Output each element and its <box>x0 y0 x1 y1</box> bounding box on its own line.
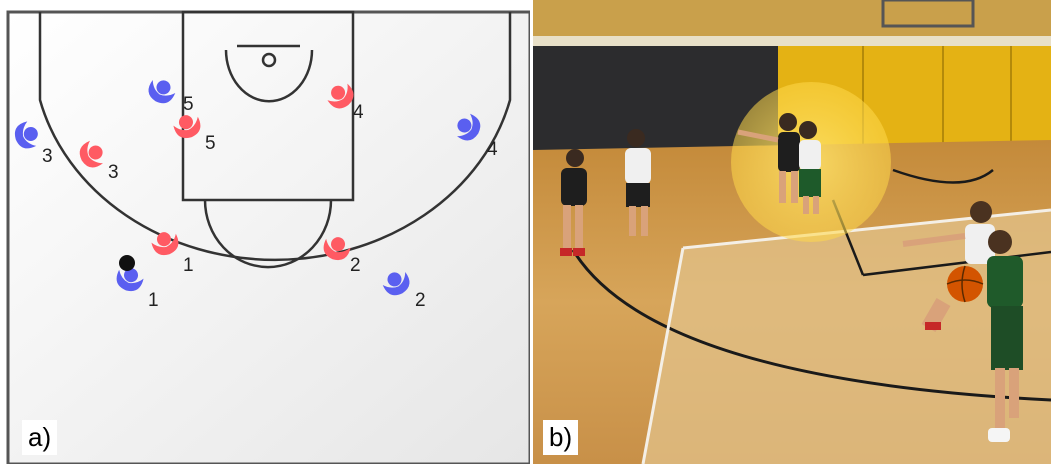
game-photo <box>533 0 1051 464</box>
ceiling-trim <box>533 36 1051 46</box>
court-key-area <box>643 210 1051 464</box>
restricted-arc <box>224 49 314 103</box>
basket-rim <box>261 52 277 68</box>
defense-player-4-number: 4 <box>353 102 364 123</box>
panel-label-a: a) <box>22 420 58 455</box>
defense-player-2-number: 2 <box>350 255 361 276</box>
court-diagram-panel: 1 2 3 4 5 1 2 3 4 5 a) <box>6 10 530 464</box>
free-throw-circle <box>203 199 333 269</box>
three-point-line <box>38 12 512 262</box>
player-silhouettes <box>560 113 1023 442</box>
defense-player-1-number: 1 <box>183 255 194 276</box>
paint-key <box>181 10 355 202</box>
court-boundary <box>6 10 530 464</box>
three-point-line-photo <box>571 249 1051 402</box>
offense-player-5-number: 5 <box>183 94 194 115</box>
defense-player-5-number: 5 <box>205 133 216 154</box>
gym-ceiling <box>533 0 1051 42</box>
defense-player-3-number: 3 <box>108 162 119 183</box>
offense-player-2-number: 2 <box>415 290 426 311</box>
defense-players: 1 2 3 4 5 <box>75 78 364 276</box>
backboard-photo <box>881 0 975 28</box>
court-diagram: 1 2 3 4 5 1 2 3 4 5 <box>6 10 530 464</box>
basketball <box>947 266 983 302</box>
game-photo-panel: b) <box>533 0 1051 464</box>
offense-player-3-number: 3 <box>42 146 53 167</box>
offense-player-4-number: 4 <box>487 139 498 160</box>
panel-label-b: b) <box>543 420 579 455</box>
offense-player-1-number: 1 <box>148 290 159 311</box>
offense-players: 1 2 3 4 5 <box>11 74 498 311</box>
ball-marker <box>119 255 135 271</box>
